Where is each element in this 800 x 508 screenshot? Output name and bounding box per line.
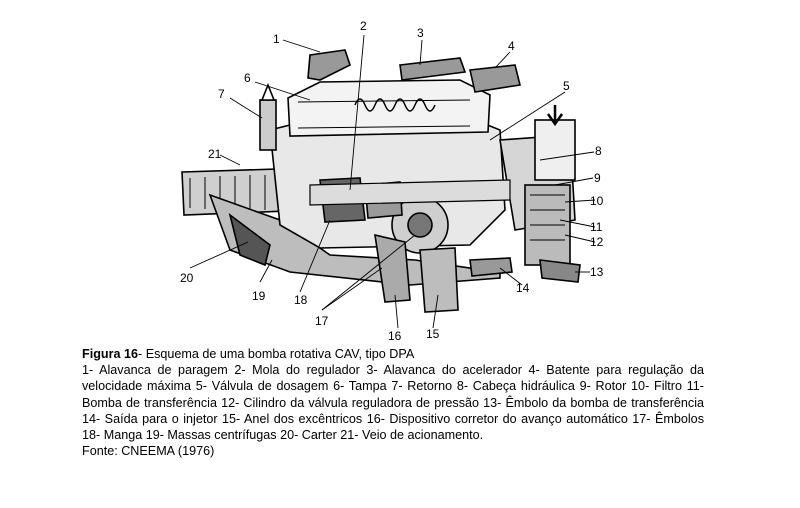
callout-labels: 1 2 3 4 5 6 7 8 9 10 11 12 13 14 15 16 1… <box>180 19 604 343</box>
figure-source: Fonte: CNEEMA (1976) <box>82 444 215 459</box>
callout-4: 4 <box>508 39 515 53</box>
callout-5: 5 <box>563 79 570 93</box>
callout-14: 14 <box>516 281 530 295</box>
callout-17: 17 <box>315 314 329 328</box>
callout-13: 13 <box>590 265 604 279</box>
figure-label: Figura 16 <box>82 347 138 361</box>
callout-18: 18 <box>294 293 308 307</box>
callout-12: 12 <box>590 235 604 249</box>
pump-diagram: 1 2 3 4 5 6 7 8 9 10 11 12 13 14 15 16 1… <box>170 10 630 345</box>
figure-title: - Esquema de uma bomba rotativa CAV, tip… <box>138 347 415 361</box>
callout-11: 11 <box>590 220 603 234</box>
callout-7: 7 <box>218 87 225 101</box>
callout-1: 1 <box>273 32 280 46</box>
pump-body <box>181 49 581 313</box>
callout-6: 6 <box>244 71 251 85</box>
callout-leaders <box>189 34 596 329</box>
callout-21: 21 <box>208 147 222 161</box>
callout-16: 16 <box>388 329 402 343</box>
figure-legend: 1- Alavanca de paragem 2- Mola do regula… <box>82 363 704 443</box>
pump-illustration: 1 2 3 4 5 6 7 8 9 10 11 12 13 14 15 16 1… <box>180 19 604 343</box>
caption-title-line: Figura 16- Esquema de uma bomba rotativa… <box>82 346 704 362</box>
figure-caption: Figura 16- Esquema de uma bomba rotativa… <box>82 346 704 459</box>
callout-19: 19 <box>252 289 266 303</box>
callout-15: 15 <box>426 327 440 341</box>
callout-8: 8 <box>595 144 602 158</box>
callout-10: 10 <box>590 194 604 208</box>
callout-20: 20 <box>180 271 194 285</box>
callout-9: 9 <box>594 171 601 185</box>
callout-2: 2 <box>360 19 367 33</box>
callout-3: 3 <box>417 26 424 40</box>
